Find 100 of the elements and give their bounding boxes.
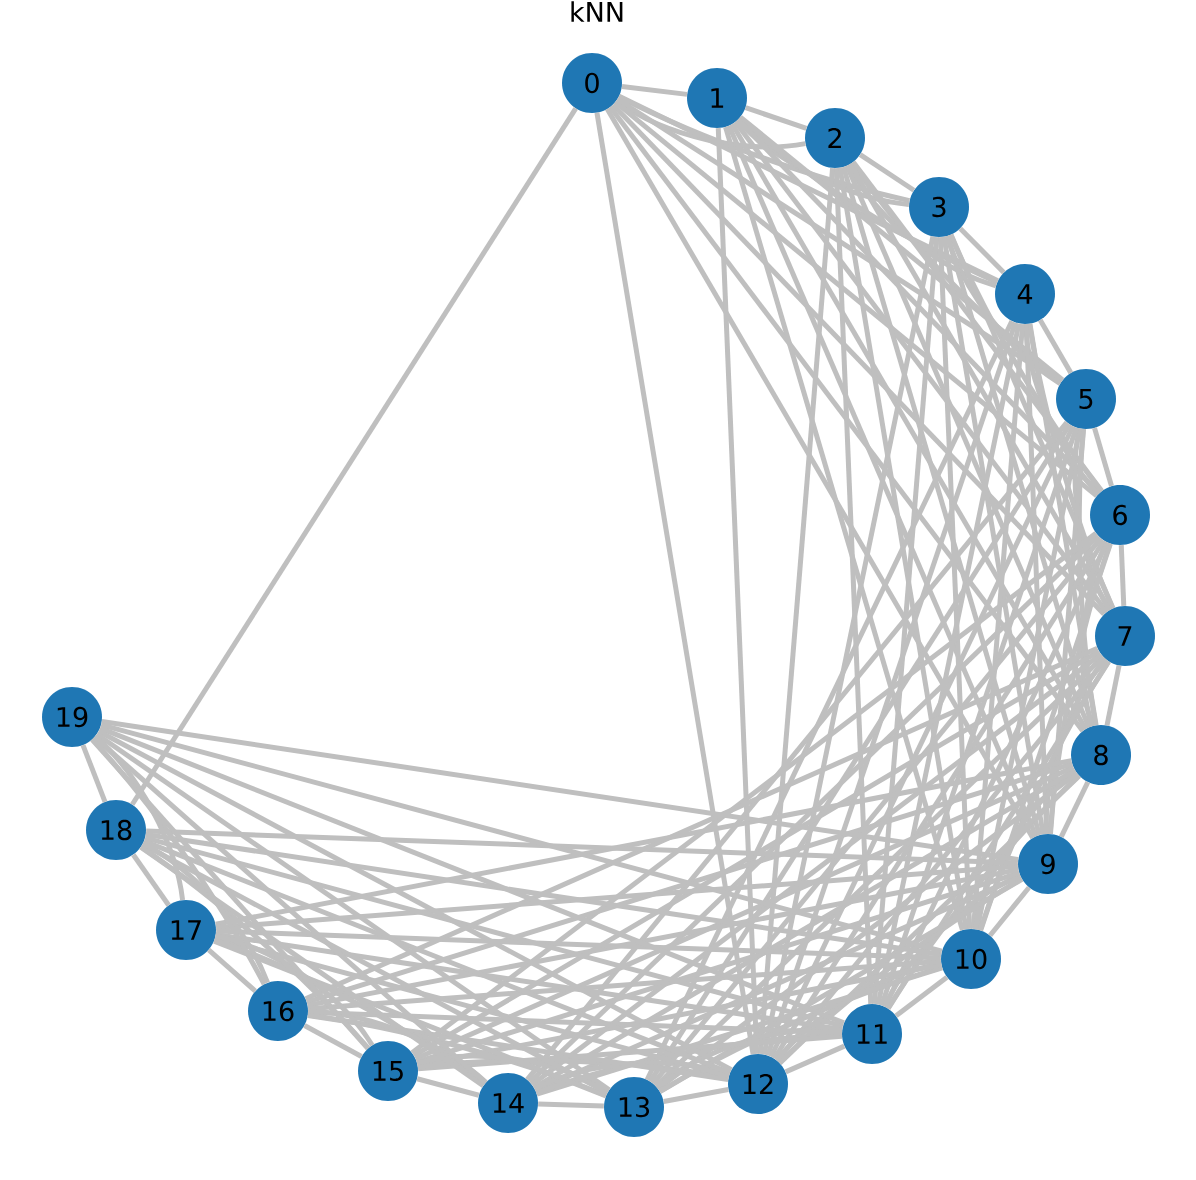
graph-edge (528, 534, 1100, 1084)
graph-edge (617, 94, 911, 203)
graph-edge (306, 761, 1073, 1005)
graph-edge (644, 320, 1015, 1081)
graph-edge (90, 737, 267, 986)
graph-edge (1092, 427, 1114, 487)
graph-edge (858, 152, 916, 193)
chart-title: kNN (571, 1, 623, 22)
graph-node: 16 (248, 981, 308, 1041)
graph-node: 15 (358, 1041, 418, 1101)
graph-edge (141, 842, 609, 1095)
graph-edge (215, 932, 843, 1032)
graph-edge (304, 645, 1099, 1002)
graph-node: 4 (995, 264, 1055, 324)
graph-edge (757, 167, 836, 1055)
graph-edge (141, 841, 270, 984)
graph-edge (621, 84, 688, 97)
graph-edge (875, 323, 1022, 1005)
graph-edge (658, 877, 1024, 1094)
graph-edge (613, 100, 1099, 498)
graph-edge (532, 768, 1077, 1090)
graph-edge (538, 1101, 604, 1109)
graph-edge (1038, 318, 1073, 375)
graph-edge (130, 107, 578, 806)
graph-node: 11 (842, 1004, 902, 1064)
graph-edge (101, 719, 1019, 862)
graph-edge (145, 832, 942, 957)
graph-edge (744, 105, 808, 131)
graph-node: 9 (1018, 834, 1078, 894)
graph-edge (80, 744, 108, 803)
graph-edge (768, 425, 1076, 1058)
graph-edge (879, 426, 1079, 1007)
graph-node: 6 (1090, 485, 1150, 545)
graph-node: 1 (687, 68, 747, 128)
graph-edge (534, 873, 1022, 1094)
graph-edge (778, 774, 1081, 1065)
graph-edge (410, 531, 1098, 1055)
graph-edge (1027, 323, 1099, 726)
graph-edge (605, 107, 1035, 840)
graph-edge (97, 729, 733, 1072)
graph-edge (772, 539, 1106, 1060)
graph-edge (726, 124, 1039, 838)
graph-edge (417, 1033, 843, 1072)
graph-edge (733, 120, 1109, 614)
graph-edge (988, 885, 1031, 938)
graph-edge (970, 323, 1026, 930)
graph-edge (841, 166, 1042, 836)
graph-edge (937, 237, 973, 929)
graph-edge (207, 948, 257, 993)
graph-edge (525, 420, 1069, 1082)
graph-edge (663, 1087, 729, 1104)
graph-edge (837, 167, 969, 930)
graph-edge (144, 835, 844, 1029)
graph-node: 8 (1071, 725, 1131, 785)
graph-edge (730, 122, 1088, 731)
graph-edge (594, 112, 756, 1055)
graph-edge (95, 732, 611, 1092)
graph-node: 2 (805, 108, 865, 168)
graph-edge (844, 164, 1092, 729)
graph-edge (784, 1043, 846, 1075)
graph-node: 3 (909, 177, 969, 237)
graph-edge (648, 423, 1072, 1083)
graph-edge (414, 764, 1075, 1062)
graph-edge (307, 958, 942, 1012)
graph-edge (1104, 665, 1122, 726)
graph-edge (131, 853, 171, 907)
graph-edge (833, 168, 874, 1004)
graph-edge (146, 828, 1018, 866)
graph-edge (215, 758, 1072, 927)
graph-edge (307, 867, 1019, 1008)
graph-edge (715, 128, 760, 1054)
graph-edge (303, 1023, 363, 1059)
graph-edge (894, 975, 949, 1018)
graph-edge (99, 725, 845, 1026)
graph-node: 19 (42, 687, 102, 747)
graph-edge (412, 649, 1101, 1058)
graph-edge (738, 115, 1065, 382)
graph-edge (1118, 545, 1127, 606)
graph-edge (871, 236, 940, 1005)
graph-edge (416, 1076, 480, 1098)
graph-node: 0 (562, 53, 622, 113)
graph-edge (882, 541, 1110, 1008)
graph-edge (941, 236, 1046, 835)
graph-edge (530, 652, 1103, 1087)
graph-edge (761, 236, 936, 1055)
graph-edge (608, 105, 1085, 733)
graph-edge (139, 844, 371, 1050)
graph-edge (723, 126, 965, 931)
graph-node: 7 (1095, 606, 1155, 666)
graph-node: 5 (1056, 369, 1116, 429)
graph-edge (93, 734, 186, 901)
graph-edge (216, 928, 941, 961)
graph-node: 14 (478, 1073, 538, 1133)
graph-node: 18 (86, 800, 146, 860)
graph-edge (765, 321, 1018, 1057)
graph-edge (143, 838, 731, 1076)
graph-edge (1058, 781, 1091, 838)
graph-edge (100, 722, 943, 954)
graph-edge (958, 226, 1006, 275)
graph-edge (215, 863, 1019, 931)
